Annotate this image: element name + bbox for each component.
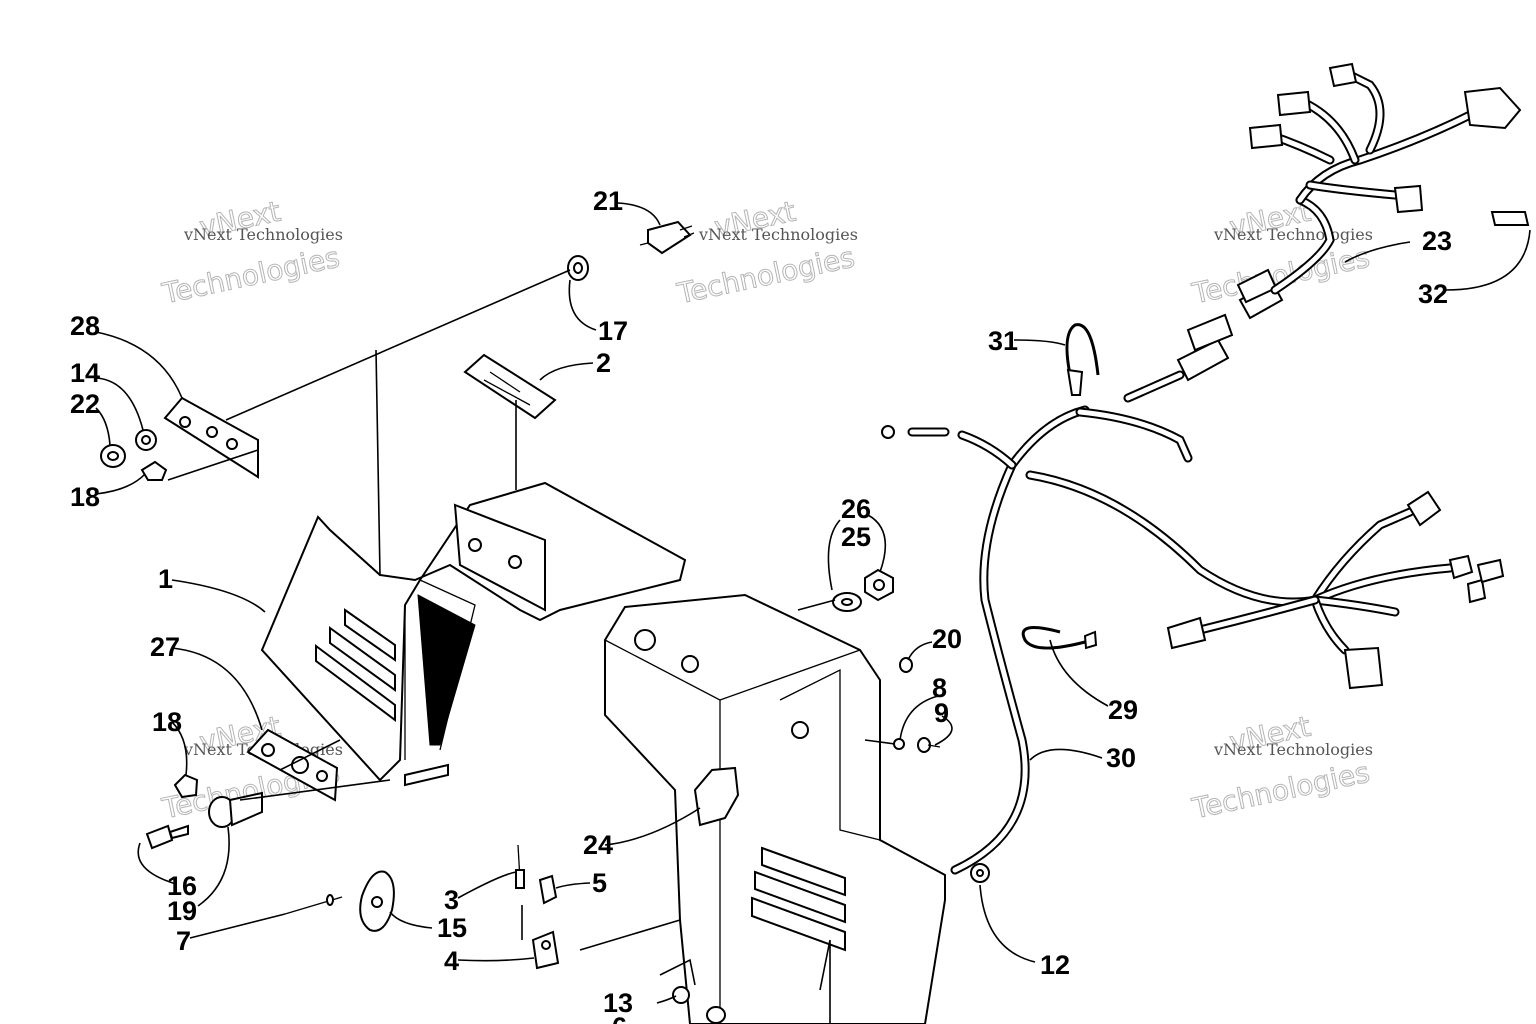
callout-29: 29 — [1108, 695, 1138, 725]
clip-5 — [538, 874, 558, 905]
svg-text:vNext Technologies: vNext Technologies — [1213, 225, 1373, 244]
wiring-harness-30 — [881, 62, 1530, 875]
bracket-4 — [531, 930, 560, 970]
callout-1: 1 — [158, 564, 173, 594]
callout-30: 30 — [1106, 743, 1136, 773]
cable-clamp-29 — [1021, 626, 1098, 650]
svg-text:Technologies: Technologies — [674, 241, 858, 311]
callout-22: 22 — [70, 389, 100, 419]
key-16 — [145, 824, 189, 850]
callout-23: 23 — [1422, 226, 1452, 256]
callout-26: 26 — [841, 494, 871, 524]
svg-text:Technologies: Technologies — [1189, 756, 1373, 826]
bracket-24 — [693, 766, 740, 827]
callout-20: 20 — [932, 624, 962, 654]
rivet-7 — [284, 894, 343, 915]
washer-22 — [100, 444, 126, 468]
callout-31: 31 — [988, 326, 1018, 356]
nut-18-bottom — [173, 773, 199, 799]
callout-17: 17 — [598, 316, 628, 346]
lock-washer-25 — [832, 592, 862, 612]
watermark-top-left: vNext vNext Technologies Technologies — [158, 194, 343, 311]
watermark-top-right: vNext vNext Technologies Technologies — [1188, 194, 1373, 311]
ignition-switch-19 — [208, 791, 263, 828]
plate-15 — [359, 870, 395, 932]
callout-12: 12 — [1040, 950, 1070, 980]
washer-13 — [672, 986, 690, 1004]
callout-18-top: 18 — [70, 482, 100, 512]
washer-14 — [135, 429, 157, 451]
callout-28: 28 — [70, 311, 100, 341]
callout-6: 6 — [612, 1012, 627, 1024]
watermark-bottom-right: vNext vNext Technologies Technologies — [1188, 709, 1373, 826]
cable-clip-31 — [1065, 323, 1100, 396]
toggle-switch-21 — [639, 220, 695, 255]
callout-21: 21 — [593, 186, 623, 216]
svg-text:vNext Technologies: vNext Technologies — [1213, 740, 1373, 759]
watermark-top-center: vNext vNext Technologies Technologies — [673, 194, 858, 311]
svg-text:Technologies: Technologies — [159, 241, 343, 311]
svg-text:vNext Technologies: vNext Technologies — [698, 225, 858, 244]
callout-4: 4 — [444, 946, 459, 976]
callout-14: 14 — [70, 358, 100, 388]
callout-7: 7 — [176, 926, 191, 956]
callout-5: 5 — [592, 868, 607, 898]
callout-2: 2 — [596, 348, 611, 378]
screw-6 — [706, 1006, 726, 1024]
screw-9 — [917, 737, 941, 753]
grommet-12 — [970, 863, 990, 883]
washer-8 — [893, 738, 905, 750]
callout-9: 9 — [934, 698, 949, 728]
nut-26 — [864, 568, 894, 602]
callout-18-bottom: 18 — [152, 707, 182, 737]
callout-27: 27 — [150, 632, 180, 662]
decal-2 — [463, 353, 557, 420]
nut-18-top — [140, 460, 168, 481]
callout-8: 8 — [932, 673, 947, 703]
leader-lines — [95, 202, 1531, 1024]
callout-13: 13 — [603, 988, 633, 1018]
callout-15: 15 — [437, 913, 467, 943]
callout-16: 16 — [167, 871, 197, 901]
callout-labels: 1 2 3 4 5 7 8 9 12 13 14 15 16 17 18 18 … — [70, 186, 1452, 1024]
callout-3: 3 — [444, 885, 459, 915]
ignition-plate-27 — [246, 728, 339, 802]
svg-text:vNext Technologies: vNext Technologies — [183, 225, 343, 244]
callout-25: 25 — [841, 522, 871, 552]
pin-3 — [515, 844, 525, 889]
callout-24: 24 — [583, 830, 613, 860]
callout-19: 19 — [167, 896, 197, 926]
callout-32: 32 — [1418, 279, 1448, 309]
grommet-17 — [567, 255, 589, 281]
console-housing — [260, 481, 946, 1024]
washer-20 — [899, 657, 913, 673]
